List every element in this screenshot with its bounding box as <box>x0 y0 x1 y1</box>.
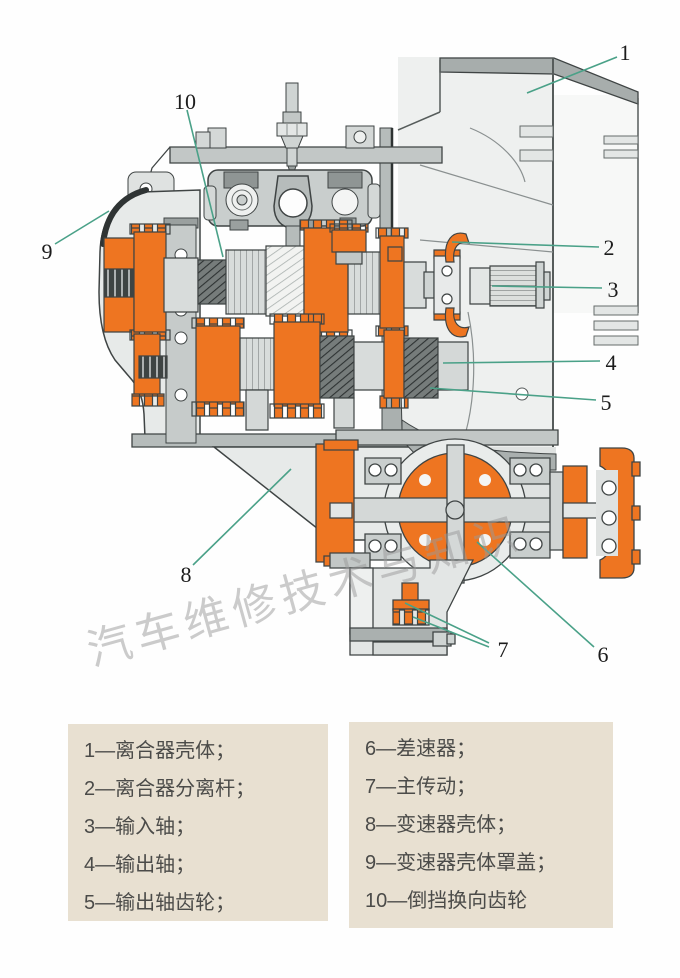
legend-item: 8—变速器壳体； <box>365 814 517 836</box>
legend-item: 9—变速器壳体罩盖； <box>365 852 557 874</box>
legend-item: 3—输入轴； <box>84 816 196 838</box>
callouts: 1 2 3 4 5 6 7 8 9 10 <box>42 40 631 667</box>
callout-number-6: 6 <box>598 642 609 667</box>
callout-number-10: 10 <box>174 89 196 114</box>
callout-number-1: 1 <box>620 40 631 65</box>
callout-leader-6 <box>477 542 594 647</box>
legend-item: 6—差速器； <box>365 738 477 760</box>
callout-number-2: 2 <box>604 235 615 260</box>
pinion-gear-teeth <box>393 609 429 625</box>
selector-rod-nut <box>277 123 307 136</box>
reverse-idler-gear <box>198 260 226 304</box>
callout-leader-10 <box>187 110 223 257</box>
legend-item: 2—离合器分离杆； <box>84 778 256 800</box>
legend-item: 7—主传动； <box>365 776 477 798</box>
selector-rod <box>277 83 307 178</box>
legend-item: 10—倒挡换向齿轮 <box>365 890 528 912</box>
clutch-release-lever-lower <box>445 308 469 337</box>
callout-leader-7 <box>413 617 489 647</box>
callout-leader-8 <box>193 469 291 565</box>
callout-leader-2 <box>452 242 599 247</box>
callout-number-3: 3 <box>608 277 619 302</box>
gate-boss-right <box>332 189 358 215</box>
legend-item: 4—输出轴； <box>84 854 196 876</box>
shift-gate <box>204 170 380 260</box>
legend-item: 5—输出轴齿轮； <box>84 892 236 914</box>
shift-ball <box>279 189 307 217</box>
cover-rim <box>103 190 146 244</box>
input-helical-gear <box>266 246 304 316</box>
callout-leader-1 <box>527 57 617 93</box>
callout-leader-3 <box>492 286 602 288</box>
main-drive <box>330 553 473 655</box>
transaxle-cross-section-diagram: 1 2 3 4 5 6 7 8 9 10 <box>42 40 680 667</box>
output-shaft-hub <box>438 342 468 390</box>
legend-right-box: 6—差速器； 7—主传动； 8—变速器壳体； 9—变速器壳体罩盖； 10—倒挡换向齿轮 <box>349 722 613 928</box>
callout-number-9: 9 <box>42 239 53 264</box>
callout-number-4: 4 <box>606 350 617 375</box>
legend-item: 1—离合器壳体； <box>84 740 236 762</box>
callout-number-7: 7 <box>498 637 509 662</box>
input-shaft-bearing <box>434 256 460 314</box>
callout-number-8: 8 <box>181 562 192 587</box>
callout-number-5: 5 <box>601 390 612 415</box>
legend-left-box: 1—离合器壳体； 2—离合器分离杆； 3—输入轴； 4—输出轴； 5—输出轴齿轮； <box>68 724 328 921</box>
callout-leader-4 <box>443 361 600 363</box>
gearbox-top-cover <box>128 126 442 208</box>
output-shaft-train <box>132 314 468 430</box>
callout-leader-7 <box>405 603 489 643</box>
differential <box>316 430 640 583</box>
callout-leader-5 <box>430 388 596 400</box>
callout-leader-9 <box>55 211 109 244</box>
